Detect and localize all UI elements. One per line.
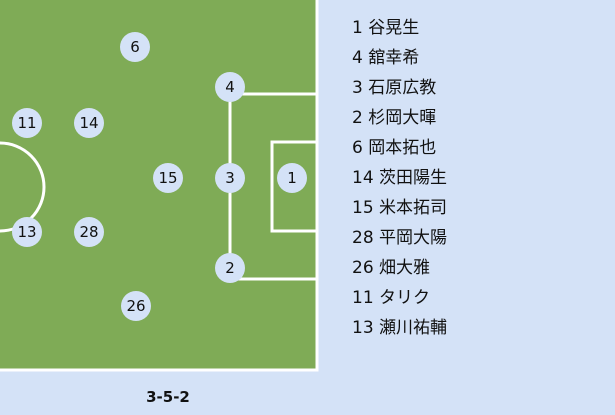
roster-item: 1 谷晃生 [352, 18, 420, 38]
player-marker: 3 [215, 163, 245, 193]
player-number: 26 [126, 297, 145, 315]
player-number: 6 [130, 38, 140, 56]
formation-label: 3-5-2 [146, 388, 190, 406]
roster-item: 13 瀬川祐輔 [352, 318, 448, 338]
player-marker: 1 [277, 163, 307, 193]
roster-list: 1 谷晃生 4 舘幸希 3 石原広教 2 杉岡大暉 6 岡本拓也 14 茨田陽生 15 米本… [352, 14, 447, 344]
player-marker: 4 [215, 72, 245, 102]
player-marker: 26 [121, 291, 151, 321]
roster-item: 2 杉岡大暉 [352, 108, 437, 128]
player-marker-circle [74, 108, 104, 138]
player-marker-circle [215, 72, 245, 102]
player-marker: 14 [74, 108, 104, 138]
player-marker-circle [277, 163, 307, 193]
player-number: 3 [225, 169, 235, 187]
player-number: 11 [17, 114, 36, 132]
roster-item: 3 石原広教 [352, 78, 437, 98]
player-marker-circle [74, 217, 104, 247]
roster-item: 15 米本拓司 [352, 198, 448, 218]
roster-item: 6 岡本拓也 [352, 138, 437, 158]
pitch-boundary [0, 0, 319, 372]
player-marker-circle [12, 217, 42, 247]
player-marker: 13 [12, 217, 42, 247]
player-marker: 11 [12, 108, 42, 138]
player-marker-circle [215, 253, 245, 283]
roster-item: 14 茨田陽生 [352, 168, 448, 188]
player-number: 28 [79, 223, 98, 241]
player-marker-circle [120, 32, 150, 62]
player-marker: 15 [153, 163, 183, 193]
roster-item: 11 タリク [352, 288, 431, 308]
player-number: 4 [225, 78, 235, 96]
player-marker: 6 [120, 32, 150, 62]
player-marker-circle [153, 163, 183, 193]
player-number: 13 [17, 223, 36, 241]
player-number: 2 [225, 259, 235, 277]
roster-item: 26 畑大雅 [352, 258, 431, 278]
roster-item: 4 舘幸希 [352, 48, 420, 68]
player-number: 15 [158, 169, 177, 187]
goal-area [270, 140, 317, 233]
player-marker-circle [121, 291, 151, 321]
player-marker: 2 [215, 253, 245, 283]
player-marker: 28 [74, 217, 104, 247]
player-number: 14 [79, 114, 98, 132]
player-number: 1 [287, 169, 297, 187]
player-marker-circle [215, 163, 245, 193]
player-marker-circle [12, 108, 42, 138]
roster-item: 28 平岡大陽 [352, 228, 448, 248]
